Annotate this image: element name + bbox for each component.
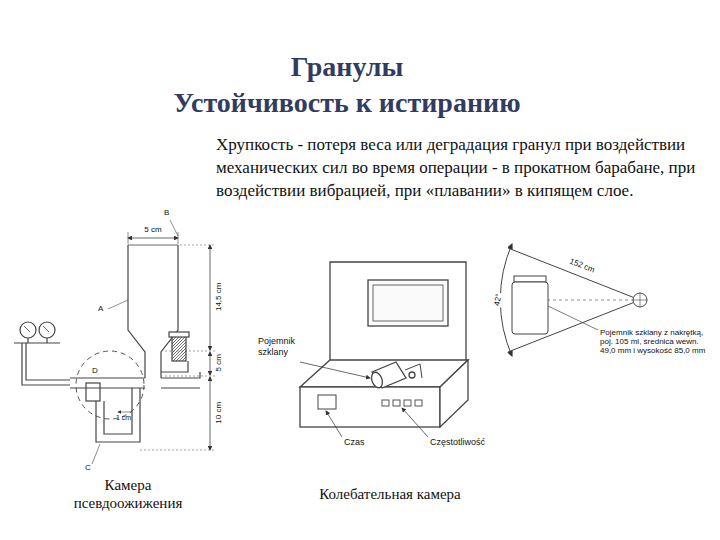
title: Гранулы — [291, 50, 404, 84]
callout-letter: C — [85, 463, 91, 473]
caption: Камера псевдоожижения — [53, 476, 203, 512]
fluid-bed-chamber — [14, 220, 216, 464]
callout-label: Czas — [344, 437, 365, 448]
dimension: 14,5 cm — [214, 282, 224, 312]
dimension: 5 cm — [214, 353, 224, 372]
dimension: 1 cm — [116, 414, 131, 422]
dimension: 42° — [492, 292, 504, 308]
dimension: 5 cm — [144, 225, 161, 235]
callout-note: Pojemnik szklany z nakrętką, poj. 105 ml… — [600, 329, 712, 355]
callout-letter: B — [164, 208, 169, 218]
callout-label: Pojemnik szklany — [258, 336, 304, 358]
subtitle: Устойчивость к истиранию — [173, 86, 520, 120]
callout-letter: A — [98, 304, 103, 314]
vibration-apparatus — [300, 262, 468, 437]
caption: Колебательная камера — [319, 485, 461, 503]
dimension: 10 cm — [214, 401, 224, 425]
callout-label: Częstotliwość — [430, 437, 485, 448]
description: Хрупкость - потеря веса или деградация г… — [216, 133, 711, 202]
callout-letter: D — [92, 366, 98, 376]
